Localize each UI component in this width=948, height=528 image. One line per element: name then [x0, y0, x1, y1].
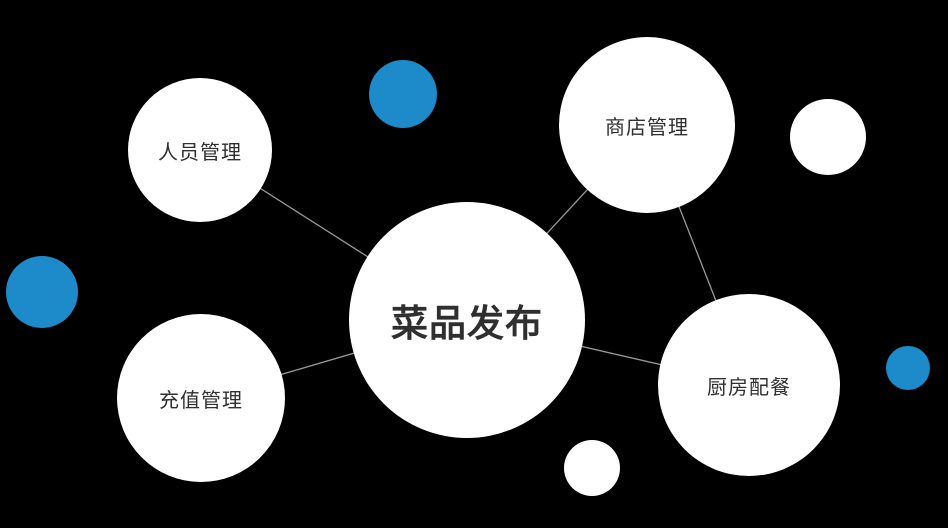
- node-kitchen-catering[interactable]: 厨房配餐: [658, 294, 840, 476]
- decorative-blue-circle-top: [369, 60, 437, 128]
- decorative-white-circle-topright: [790, 99, 866, 175]
- node-recharge-management[interactable]: 充值管理: [117, 314, 285, 482]
- node-dish-publish-label: 菜品发布: [391, 303, 543, 344]
- decorative-blue-circle-left: [6, 256, 78, 328]
- node-recharge-management-label: 充值管理: [159, 389, 243, 412]
- node-personnel-management[interactable]: 人员管理: [128, 78, 272, 222]
- node-kitchen-catering-label: 厨房配餐: [707, 376, 791, 399]
- decorative-white-circle-bottom: [564, 440, 620, 496]
- node-dish-publish[interactable]: 菜品发布: [349, 202, 585, 438]
- node-store-management-label: 商店管理: [605, 116, 689, 139]
- decorative-blue-circle-right: [886, 346, 930, 390]
- node-store-management[interactable]: 商店管理: [559, 37, 735, 213]
- node-personnel-management-label: 人员管理: [158, 141, 242, 164]
